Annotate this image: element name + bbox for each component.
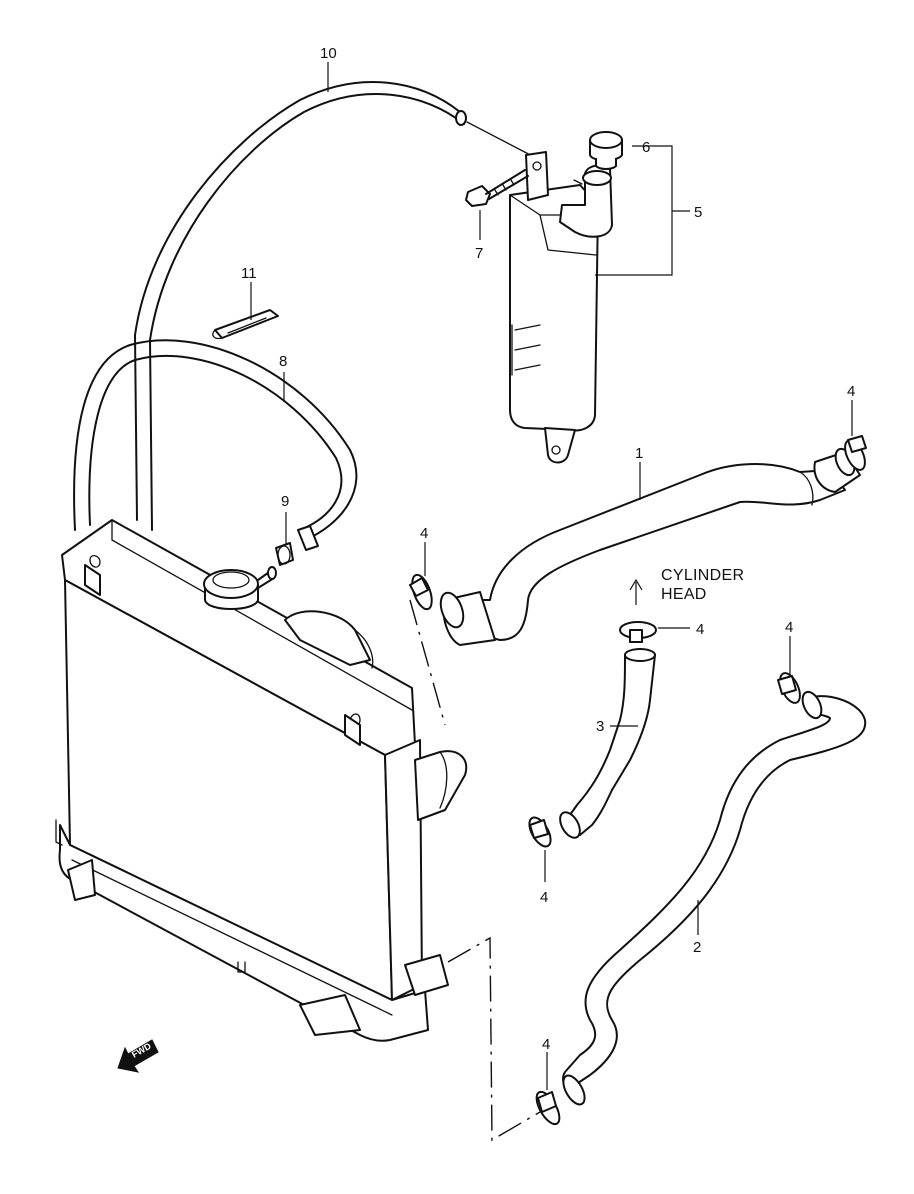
reservoir-tank-5 [509, 151, 613, 464]
cylinder-head-label-line1: CYLINDER [661, 567, 744, 584]
callout-9: 9 [281, 493, 289, 510]
hose-8 [73, 339, 358, 551]
clamp-4f [535, 1090, 561, 1126]
assembly-line-lower [447, 936, 541, 1142]
assembly-line-upper [409, 599, 446, 726]
clamp-4d [777, 672, 801, 704]
cylinder-head-label-line2: HEAD [661, 586, 707, 603]
callout-10: 10 [320, 45, 337, 62]
hose-1 [439, 447, 861, 646]
clamp-4e [528, 816, 552, 848]
callout-4-middle: 4 [540, 889, 548, 906]
clamp-4b [844, 435, 867, 471]
cylinder-head-arrow [629, 578, 643, 605]
reservoir-cap-6 [589, 131, 623, 170]
callout-4-top-right: 4 [847, 383, 855, 400]
clamp-4a [409, 573, 433, 611]
leader-lines [250, 62, 853, 1090]
hose-10 [134, 81, 467, 531]
callout-6: 6 [642, 139, 650, 156]
connection-line-10 [466, 121, 541, 161]
clamp-9 [275, 542, 294, 566]
callout-5: 5 [694, 204, 702, 221]
callout-4-upper-left: 4 [420, 525, 428, 542]
radiator [55, 519, 468, 1042]
callout-2: 2 [693, 939, 701, 956]
callout-4-right: 4 [785, 619, 793, 636]
callout-8: 8 [279, 353, 287, 370]
bolt-7 [465, 169, 529, 207]
callout-11: 11 [241, 265, 257, 282]
fwd-arrow-icon: FWD [117, 1039, 159, 1073]
callout-4-bottom: 4 [542, 1036, 550, 1053]
callout-3: 3 [596, 718, 604, 735]
hose-3 [559, 648, 656, 839]
hose-2 [562, 690, 867, 1106]
callout-1: 1 [635, 445, 643, 462]
clip-11 [212, 309, 279, 340]
callout-7: 7 [475, 245, 483, 262]
callout-4-cylinder-head: 4 [696, 621, 704, 638]
clamp-4c [619, 621, 657, 643]
